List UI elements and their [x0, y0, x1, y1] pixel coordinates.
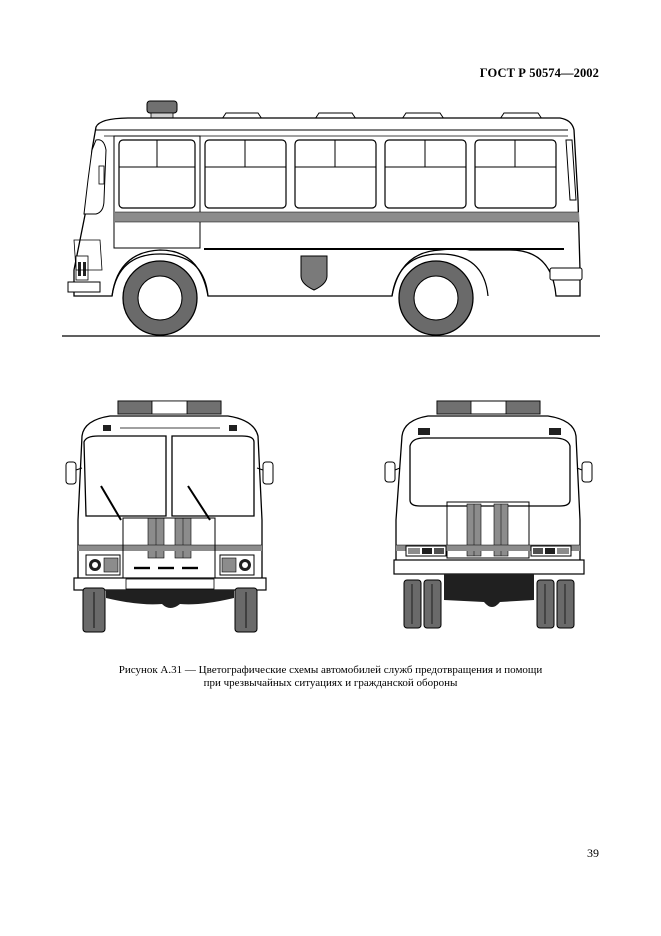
- bus-rear-view: [384, 400, 593, 629]
- standard-code-header: ГОСТ Р 50574—2002: [479, 66, 599, 80]
- bus-front-view: [65, 400, 274, 633]
- figure-caption: Рисунок А.31 — Цветографические схемы ав…: [60, 664, 601, 690]
- page-number: 39: [587, 846, 599, 860]
- bus-side-view: [62, 100, 600, 337]
- figure-caption-line-2: при чрезвычайных ситуациях и гражданской…: [203, 677, 458, 689]
- figure-caption-line-1: Рисунок А.31 — Цветографические схемы ав…: [118, 664, 543, 676]
